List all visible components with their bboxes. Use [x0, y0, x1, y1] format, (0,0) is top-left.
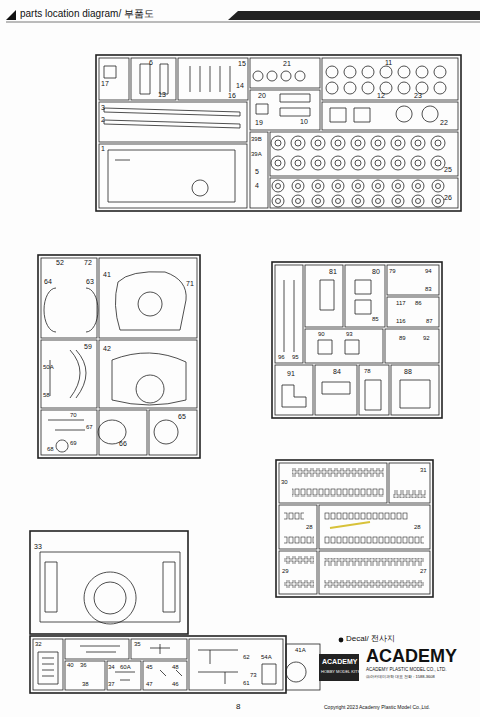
callout-number: 69	[70, 440, 77, 446]
callout-number: 96	[278, 354, 285, 360]
callout-number: 61	[243, 680, 250, 686]
callout-number: 19	[255, 119, 263, 126]
callout-number: 10	[300, 118, 308, 125]
callout-number: 5	[255, 168, 259, 175]
page-title: parts location diagram/ 부품도	[20, 9, 154, 19]
callout-number: 60A	[120, 664, 131, 670]
callout-number: 39A	[251, 151, 262, 157]
callout-number: 80	[372, 268, 380, 275]
callout-number: 85	[372, 316, 379, 322]
callout-number: 47	[146, 681, 153, 687]
callout-number: 52	[56, 259, 64, 266]
callout-number: 64	[44, 278, 52, 285]
callout-number: 12	[377, 92, 385, 99]
callout-number: 14	[236, 82, 244, 89]
callout-number: 48	[172, 664, 179, 670]
callout-number: 38	[82, 681, 89, 687]
callout-number: 29	[282, 568, 289, 574]
brand-badge: HOBBY MODEL KITS	[321, 670, 360, 674]
callout-number: 39B	[251, 136, 262, 142]
callout-number: 88	[404, 368, 412, 375]
callout-number: 34	[108, 664, 115, 670]
callout-number: 89	[399, 335, 406, 341]
callout-number: 94	[425, 268, 432, 274]
callout-number: 84	[333, 368, 341, 375]
callout-number: 6	[149, 59, 153, 66]
callout-number: 21	[283, 60, 291, 67]
company-name: ACADEMY PLASTIC MODEL CO., LTD.	[366, 668, 446, 673]
callout-number: 63	[86, 278, 94, 285]
callout-number: 4	[255, 182, 259, 189]
callout-number: 25	[444, 166, 452, 173]
callout-number: 28	[306, 524, 313, 530]
callout-number: 13	[158, 91, 166, 98]
callout-number: 86	[415, 300, 422, 306]
callout-number: 46	[172, 681, 179, 687]
brand-logo: ACADEMY	[366, 647, 457, 665]
callout-number: 83	[425, 286, 432, 292]
callout-number: 93	[346, 331, 353, 337]
decal-note: Decal/ 전사지	[346, 635, 395, 643]
callout-number: 41	[103, 271, 111, 278]
brand-badge: ACADEMY	[322, 658, 357, 665]
callout-number: 2	[101, 116, 105, 123]
callout-number: 1	[101, 145, 105, 152]
callout-number: 91	[287, 370, 295, 377]
callout-number: 79	[389, 268, 396, 274]
callout-number: 92	[423, 335, 430, 341]
callout-number: 33	[34, 543, 42, 550]
callout-number: 31	[420, 467, 427, 473]
callout-number: 17	[101, 80, 109, 87]
callout-number: 68	[47, 446, 54, 452]
callout-number: 20	[258, 92, 266, 99]
callout-number: 16	[228, 92, 236, 99]
company-phone: ㈜아카데미과학 대표 전화 : 1588-3608	[366, 675, 435, 679]
callout-number: 40	[67, 662, 74, 668]
callout-number: 62	[243, 654, 250, 660]
callout-number: 23	[414, 92, 422, 99]
callout-number: 36	[80, 662, 87, 668]
callout-number: 41A	[295, 647, 306, 653]
callout-number: 28	[414, 524, 421, 530]
callout-number: 35	[134, 641, 141, 647]
callout-number: 26	[444, 194, 452, 201]
callout-number: 3	[101, 104, 105, 111]
callout-number: 70	[70, 412, 77, 418]
callout-number: 58	[43, 392, 50, 398]
callout-number: 71	[186, 280, 194, 287]
callout-number: 116	[396, 318, 406, 324]
callout-number: 27	[420, 568, 427, 574]
callout-number: 59	[84, 343, 92, 350]
callout-number: 90	[318, 331, 325, 337]
callout-number: 65	[178, 413, 186, 420]
copyright: Copyright 2023 Academy Plastic Model Co.…	[324, 705, 430, 710]
callout-number: 117	[396, 300, 406, 306]
callout-number: 95	[292, 354, 299, 360]
callout-number: 78	[364, 368, 371, 374]
callout-number: 54A	[261, 654, 272, 660]
callout-number: 87	[426, 318, 433, 324]
callout-number: 32	[35, 641, 42, 647]
callout-number: 42	[103, 345, 111, 352]
callout-number: 67	[86, 424, 93, 430]
callout-number: 15	[238, 60, 246, 67]
callout-number: 37	[108, 681, 115, 687]
callout-number: 50A	[43, 364, 54, 370]
callout-number: 66	[119, 440, 127, 447]
callout-number: 45	[146, 664, 153, 670]
page-number: 8	[236, 703, 240, 711]
callout-number: 73	[250, 672, 257, 678]
callout-number: 22	[440, 119, 448, 126]
callout-number: 30	[281, 479, 288, 485]
callout-number: 11	[385, 59, 392, 66]
callout-number: 72	[84, 259, 92, 266]
callout-number: 81	[329, 268, 337, 275]
